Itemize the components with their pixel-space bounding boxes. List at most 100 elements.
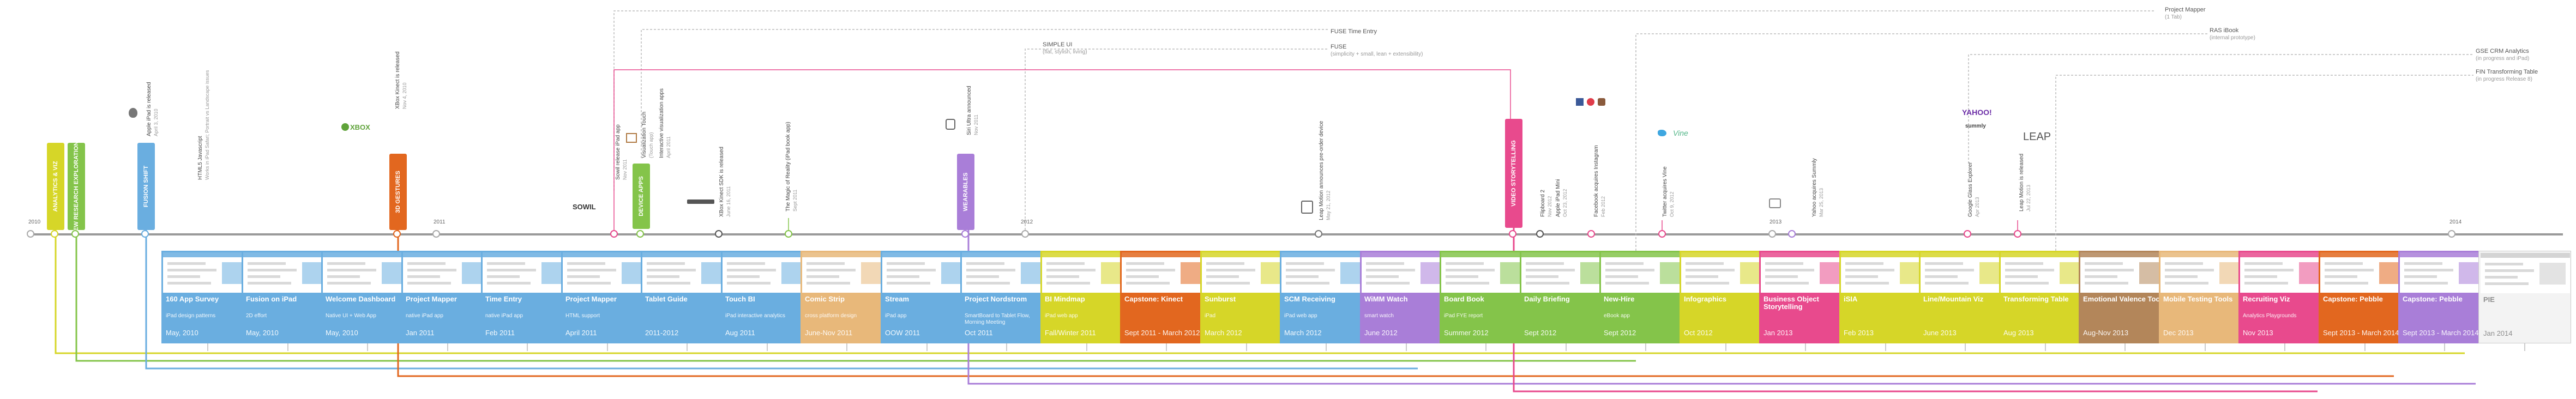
- thumbnail-line: [1845, 262, 1883, 265]
- thumbnail-header: [1681, 252, 1771, 257]
- timeline-pin[interactable]: [715, 230, 723, 238]
- timeline-pin[interactable]: [27, 230, 34, 238]
- timeline-pin[interactable]: [71, 230, 79, 238]
- timeline-pin[interactable]: [1536, 230, 1544, 238]
- thumbnail-line: [2165, 262, 2203, 265]
- timeline-pin[interactable]: [393, 230, 401, 238]
- thumbnail-line: [1366, 269, 1415, 271]
- card-title: Project Mapper: [565, 295, 617, 303]
- timeline-pin[interactable]: [1964, 230, 1971, 238]
- card-thumbnail: [882, 252, 972, 293]
- thumbnail-line: [167, 269, 216, 271]
- category-badge[interactable]: FUSION SHIFT: [137, 143, 155, 230]
- timeline-pin[interactable]: [51, 230, 58, 238]
- timeline-pin[interactable]: [1315, 230, 1322, 238]
- timeline-pin[interactable]: [1658, 230, 1666, 238]
- thumbnail-line: [167, 282, 211, 285]
- card-title: Time Entry: [485, 295, 522, 303]
- timeline-pin[interactable]: [432, 230, 440, 238]
- card-date: Sept 2012: [1524, 329, 1557, 337]
- thumbnail-line: [727, 262, 765, 265]
- card-thumbnail: [723, 252, 812, 293]
- timeline-pin[interactable]: [2448, 230, 2455, 238]
- thumbnail-line: [1046, 262, 1085, 265]
- thumbnail-header: [2001, 252, 2090, 257]
- thumbnail-line: [647, 275, 679, 278]
- timeline-pin[interactable]: [1587, 230, 1595, 238]
- thumbnail-line: [1366, 262, 1404, 265]
- card-title: Touch BI: [725, 295, 755, 303]
- thumbnail-line: [1605, 275, 1638, 278]
- timeline-pin[interactable]: [610, 230, 618, 238]
- timeline-pin[interactable]: [1788, 230, 1796, 238]
- thumbnail-line: [2485, 269, 2534, 272]
- category-badge[interactable]: ANALYTICS & VIZ: [47, 143, 64, 230]
- timeline-pin[interactable]: [636, 230, 644, 238]
- thumbnail-line: [1206, 282, 1250, 285]
- timeline-pin[interactable]: [2014, 230, 2021, 238]
- category-badge[interactable]: VIDEO STORYTELLING: [1505, 119, 1522, 228]
- thumbnail-line: [1046, 275, 1079, 278]
- timeline-pin[interactable]: [1509, 230, 1516, 238]
- card-thumbnail: [1362, 252, 1451, 293]
- card-thumbnail: [403, 252, 492, 293]
- category-badge[interactable]: DEVICE APPS: [633, 164, 650, 229]
- card-title: Daily Briefing: [1524, 295, 1570, 303]
- timeline-pin[interactable]: [961, 230, 969, 238]
- thumbnail-header: [2160, 252, 2250, 257]
- card-date: May, 2010: [166, 329, 198, 337]
- category-badge[interactable]: 3D GESTURES: [389, 154, 407, 230]
- card-thumbnail: [2400, 252, 2489, 293]
- thumbnail-line: [407, 282, 451, 285]
- timeline-pin[interactable]: [785, 230, 792, 238]
- thumbnail-line: [248, 269, 297, 271]
- note-sub: (internal prototype): [2210, 35, 2255, 41]
- thumbnail-line: [1126, 269, 1175, 271]
- card-date: Jan 2013: [1764, 329, 1793, 337]
- thumbnail-line: [1845, 269, 1894, 271]
- timeline-pin[interactable]: [141, 230, 149, 238]
- year-label-2014: 2014: [2449, 219, 2462, 225]
- timeline-pin[interactable]: [1768, 230, 1776, 238]
- card-title: Capstone: Pebble: [2323, 295, 2383, 303]
- thumbnail-line: [1925, 275, 1958, 278]
- card-title: Sunburst: [1205, 295, 1236, 303]
- thumbnail-header: [1441, 252, 1531, 257]
- category-badge[interactable]: NEW RESEARCH EXPLORATIONS: [68, 137, 85, 235]
- card-date: March 2012: [1205, 329, 1242, 337]
- category-badge[interactable]: WEARABLES: [957, 154, 974, 230]
- card-title: Line/Mountain Viz: [1923, 295, 1984, 303]
- timeline-pin[interactable]: [1021, 230, 1029, 238]
